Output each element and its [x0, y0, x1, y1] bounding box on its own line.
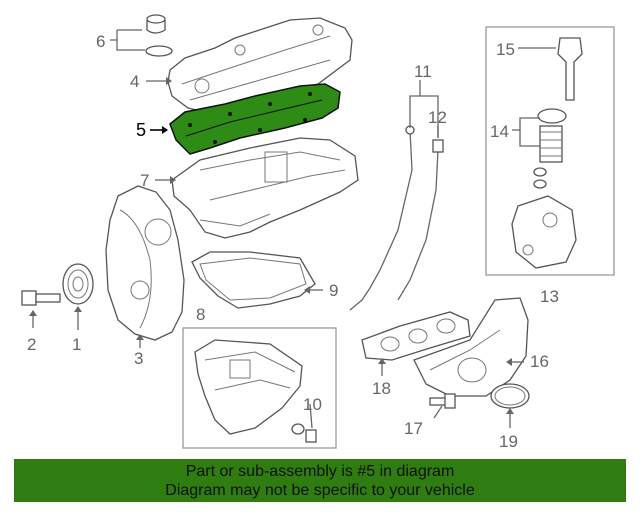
- callout-14[interactable]: 14: [490, 122, 509, 141]
- callout-8[interactable]: 8: [196, 305, 205, 324]
- oil-dipstick[interactable]: [349, 125, 415, 311]
- callout-7[interactable]: 7: [140, 171, 149, 190]
- manifold-bolt[interactable]: [429, 393, 456, 409]
- info-banner: Part or sub-assembly is #5 in diagram Di…: [14, 459, 626, 502]
- banner-line-1: Part or sub-assembly is #5 in diagram: [185, 463, 455, 480]
- oil-pan-group-box: [182, 327, 337, 449]
- callout-13[interactable]: 13: [540, 287, 559, 306]
- callout-11[interactable]: 11: [414, 62, 432, 81]
- dipstick-tube[interactable]: [397, 139, 444, 301]
- drain-plug[interactable]: [291, 423, 317, 443]
- pulley-bolt[interactable]: [21, 290, 61, 306]
- crankshaft-pulley[interactable]: [62, 263, 94, 305]
- leader-lines: [32, 29, 556, 429]
- highlight-arrowhead: [162, 126, 168, 134]
- upper-oil-pan[interactable]: [171, 137, 359, 239]
- oil-filter-group-box: [485, 26, 615, 276]
- parts-diagram: 6 4 5 7 11 12 15 14 13 9 8 2 1 3 10 18 1…: [21, 14, 615, 451]
- banner-line-2: Diagram may not be specific to your vehi…: [165, 482, 475, 499]
- callout-6[interactable]: 6: [96, 32, 105, 51]
- oil-filler-cap[interactable]: [145, 14, 173, 57]
- valve-cover[interactable]: [167, 17, 353, 113]
- arrowheads: [29, 77, 514, 414]
- callout-19[interactable]: 19: [499, 432, 518, 451]
- callout-2[interactable]: 2: [27, 335, 36, 354]
- oil-pan-gasket[interactable]: [191, 251, 316, 309]
- callout-10[interactable]: 10: [303, 395, 322, 414]
- valve-cover-gasket[interactable]: [169, 83, 341, 155]
- callout-18[interactable]: 18: [372, 379, 391, 398]
- callout-12[interactable]: 12: [428, 108, 447, 127]
- callout-3[interactable]: 3: [134, 349, 143, 368]
- callout-9[interactable]: 9: [329, 281, 338, 300]
- o-ring-seal[interactable]: [490, 383, 530, 409]
- callout-16[interactable]: 16: [530, 352, 549, 371]
- callout-17[interactable]: 17: [404, 419, 423, 438]
- intake-manifold-gasket[interactable]: [361, 311, 471, 361]
- callout-5[interactable]: 5: [136, 120, 146, 140]
- timing-cover[interactable]: [105, 185, 185, 341]
- oil-filter-housing[interactable]: [511, 37, 583, 269]
- oil-pan[interactable]: [194, 339, 303, 435]
- intake-manifold[interactable]: [413, 297, 529, 397]
- callout-15[interactable]: 15: [496, 40, 515, 59]
- callout-1[interactable]: 1: [72, 335, 81, 354]
- callout-4[interactable]: 4: [130, 72, 139, 91]
